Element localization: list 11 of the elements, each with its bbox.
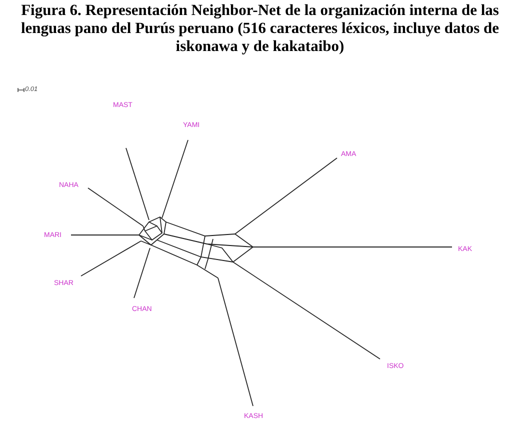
network-edge: [252, 246, 452, 248]
network-edge: [234, 158, 338, 234]
network-edge: [126, 148, 150, 220]
network-edge: [70, 234, 140, 236]
figure-title: Figura 6. Representación Neighbor-Net de la organización interna de las lenguas pano del Purús peruano (516 caracteres léxicos, incluye datos de iskonawa y de kakataibo): [20, 2, 500, 56]
network-edge: [162, 140, 188, 218]
network-edge: [232, 262, 380, 360]
network-edge: [134, 248, 150, 298]
network-edge: [80, 240, 142, 276]
network-edge: [218, 278, 254, 406]
network-edge: [88, 188, 144, 226]
